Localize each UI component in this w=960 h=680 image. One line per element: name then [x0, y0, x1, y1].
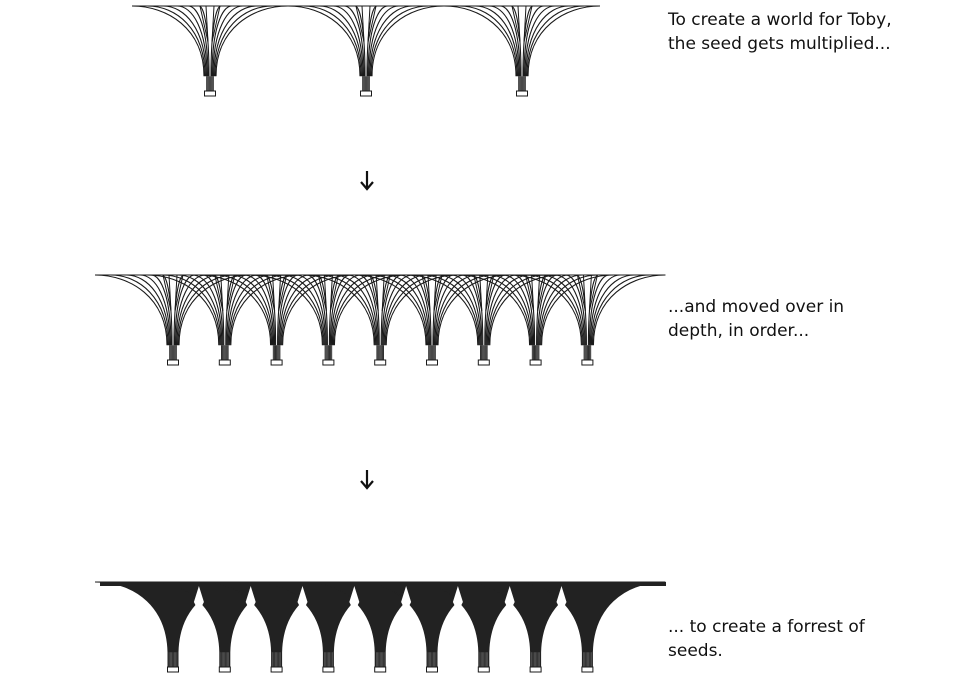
down-arrow-icon — [360, 171, 374, 191]
caption-line: ...and moved over in — [668, 297, 845, 317]
caption-forest: ... to create a forrest of seeds. — [668, 615, 948, 663]
gap — [297, 586, 308, 612]
stage-forest — [94, 581, 666, 673]
gap — [349, 586, 360, 612]
caption-line: ... to create a forrest of — [668, 617, 865, 637]
gap — [401, 586, 412, 612]
caption-line: the seed gets multiplied... — [668, 34, 891, 54]
gap — [556, 586, 567, 612]
stage-moved-in-depth — [94, 274, 666, 366]
seed — [131, 5, 289, 97]
gap — [504, 586, 515, 612]
gap — [452, 586, 463, 612]
seed — [287, 5, 445, 97]
seed — [509, 581, 666, 673]
gap — [245, 586, 256, 612]
caption-moved-in-depth: ...and moved over in depth, in order... — [668, 295, 948, 343]
caption-line: To create a world for Toby, — [668, 10, 892, 30]
caption-line: depth, in order... — [668, 321, 810, 341]
seed — [443, 5, 601, 97]
down-arrow-icon — [360, 470, 374, 490]
gap — [193, 586, 204, 612]
stage-multiplied — [131, 5, 601, 97]
caption-multiplied: To create a world for Toby, the seed get… — [668, 8, 948, 56]
seed — [509, 274, 666, 366]
caption-line: seeds. — [668, 641, 723, 661]
